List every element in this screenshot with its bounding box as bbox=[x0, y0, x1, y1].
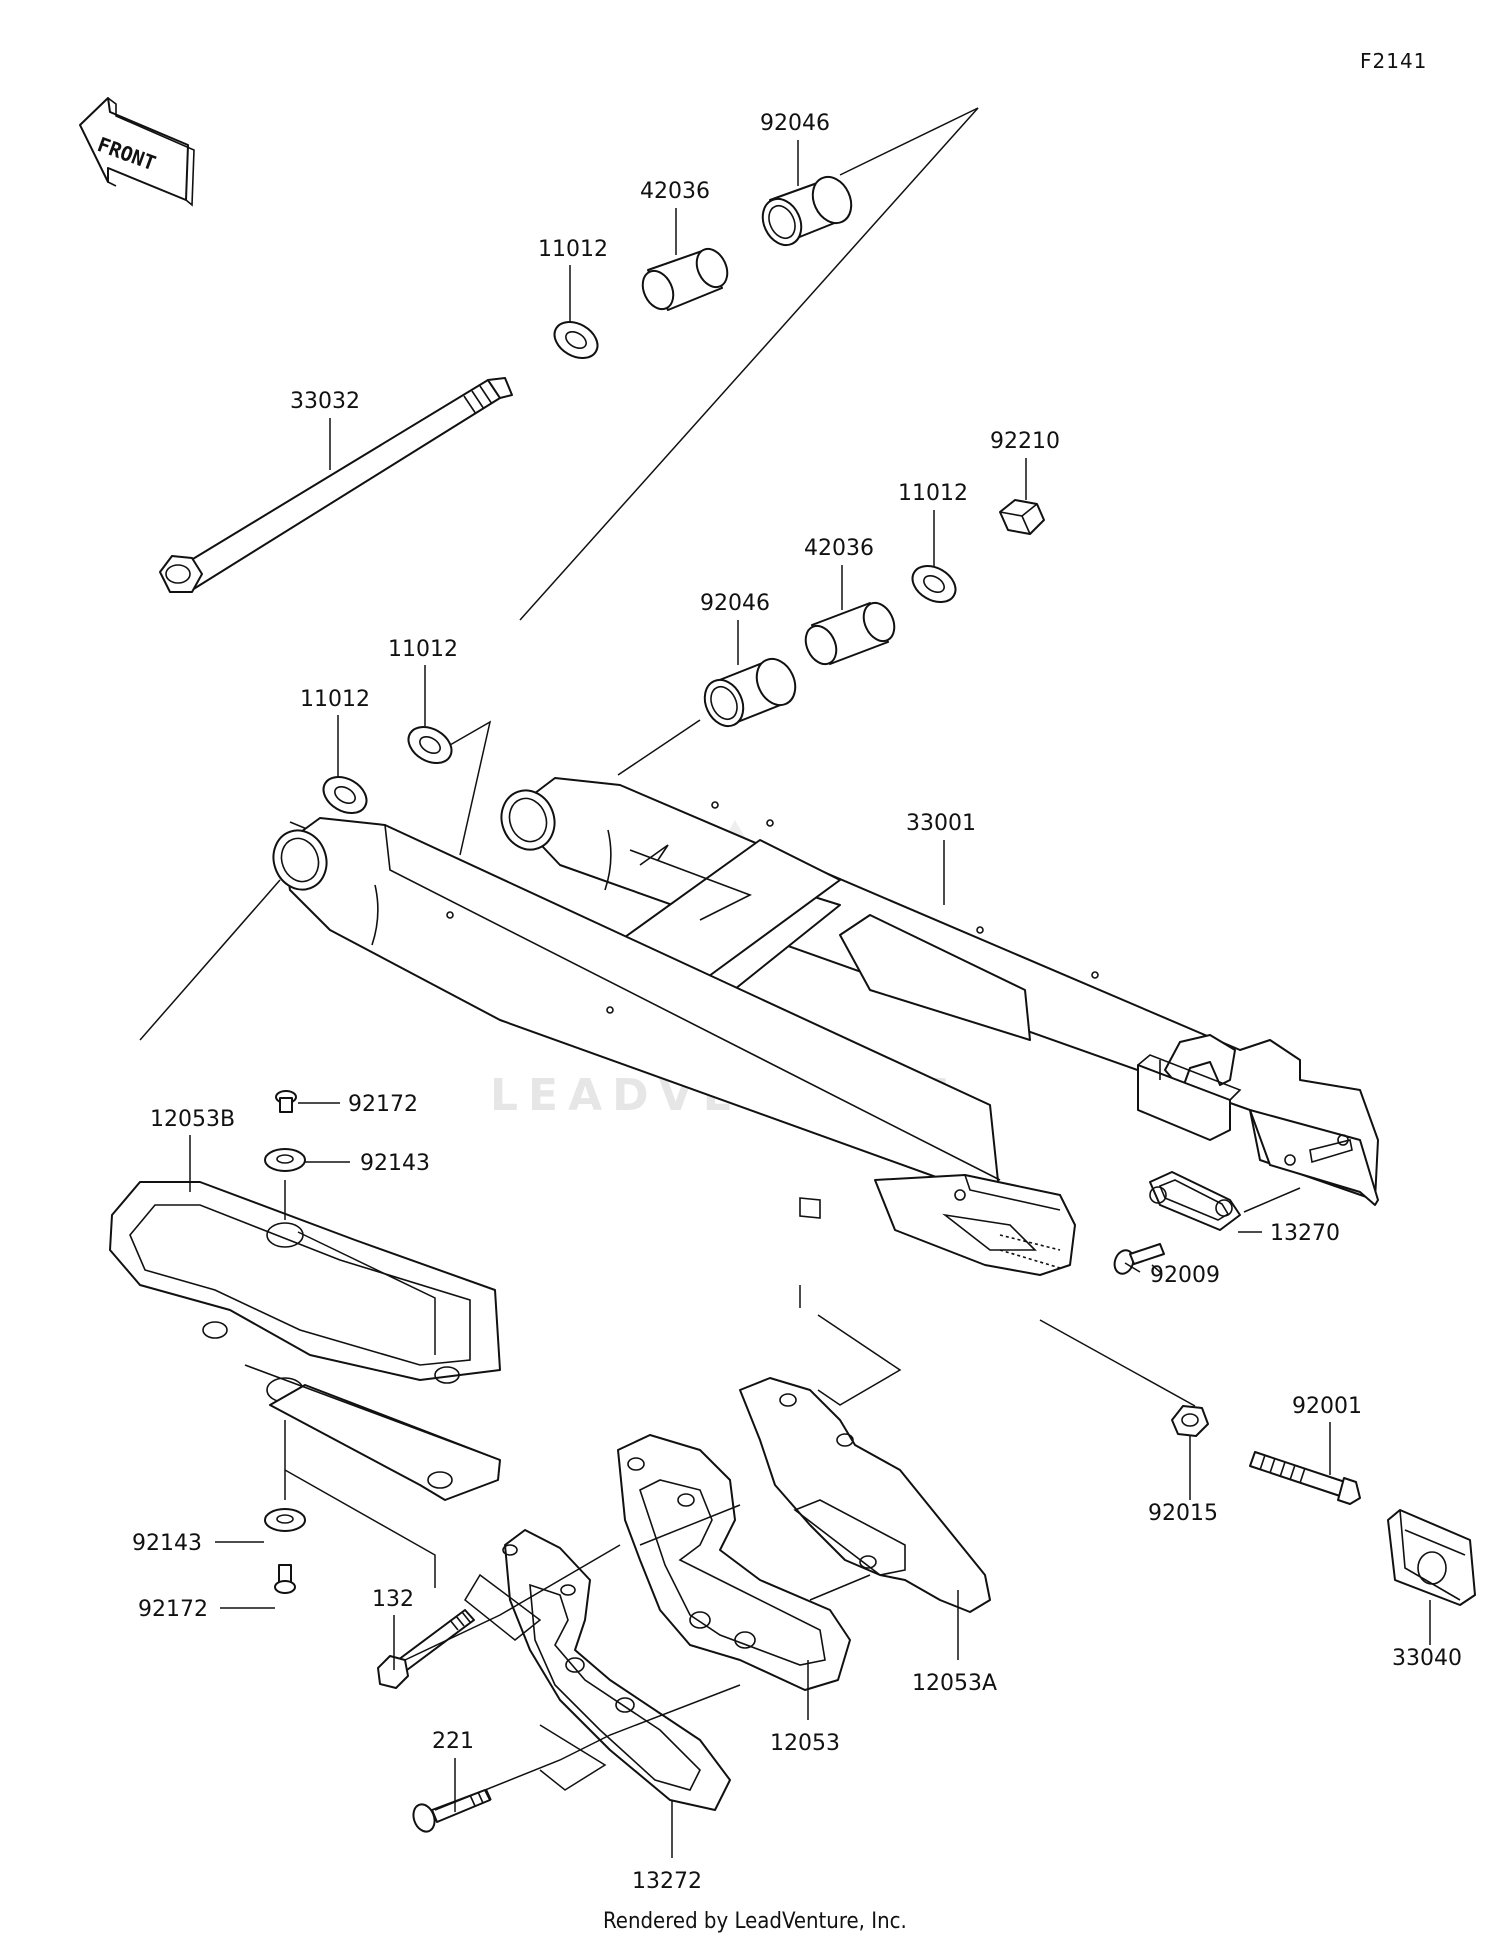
label-92172-top[interactable]: 92172 bbox=[348, 1092, 418, 1117]
label-42036-top[interactable]: 42036 bbox=[640, 179, 710, 204]
nut-92015 bbox=[1171, 1405, 1209, 1437]
slider-12053A bbox=[739, 1377, 991, 1613]
bearing-92046-top bbox=[761, 175, 853, 247]
washer-92143-top bbox=[264, 1148, 306, 1172]
label-92046-top[interactable]: 92046 bbox=[760, 111, 830, 136]
bolt-92001 bbox=[1249, 1451, 1361, 1505]
seal-11012-top bbox=[553, 320, 599, 360]
seal-11012-left-upper bbox=[407, 725, 453, 765]
label-12053B[interactable]: 12053B bbox=[150, 1107, 235, 1132]
chain-guide-12053B bbox=[109, 1181, 501, 1501]
label-33032[interactable]: 33032 bbox=[290, 389, 360, 414]
footer-credit: Rendered by LeadVenture, Inc. bbox=[603, 1909, 907, 1934]
label-92015[interactable]: 92015 bbox=[1148, 1501, 1218, 1526]
label-92143-top[interactable]: 92143 bbox=[360, 1151, 430, 1176]
screw-92009 bbox=[1113, 1243, 1165, 1275]
front-arrow-icon: FRONT bbox=[79, 97, 195, 207]
label-11012-left-upper[interactable]: 11012 bbox=[388, 637, 458, 662]
seal-11012-left-lower bbox=[322, 775, 368, 815]
label-11012-left-lower[interactable]: 11012 bbox=[300, 687, 370, 712]
seal-11012-right bbox=[911, 564, 957, 604]
collar-42036-right bbox=[804, 601, 896, 666]
label-11012-top[interactable]: 11012 bbox=[538, 237, 608, 262]
guard-plate-13272 bbox=[502, 1529, 731, 1811]
label-11012-right[interactable]: 11012 bbox=[898, 481, 968, 506]
label-92001[interactable]: 92001 bbox=[1292, 1394, 1362, 1419]
label-132[interactable]: 132 bbox=[372, 1587, 414, 1612]
label-42036-right[interactable]: 42036 bbox=[804, 536, 874, 561]
collar-42036-top bbox=[641, 247, 729, 311]
label-221[interactable]: 221 bbox=[432, 1729, 474, 1754]
label-33040[interactable]: 33040 bbox=[1392, 1646, 1462, 1671]
washer-92143-bottom bbox=[264, 1508, 306, 1532]
figure-code: F2141 bbox=[1360, 49, 1427, 73]
label-92210[interactable]: 92210 bbox=[990, 429, 1060, 454]
bolt-92172-top bbox=[275, 1090, 297, 1113]
plate-13270 bbox=[1149, 1171, 1241, 1231]
nut-92210 bbox=[999, 499, 1045, 535]
axle-bolt-33032 bbox=[159, 377, 513, 593]
bolt-132 bbox=[377, 1609, 475, 1689]
leader-lines bbox=[189, 140, 1431, 1858]
label-92046-right[interactable]: 92046 bbox=[700, 591, 770, 616]
bolt-92172-bottom bbox=[274, 1564, 296, 1594]
label-92143-bottom[interactable]: 92143 bbox=[132, 1531, 202, 1556]
block-33040 bbox=[1387, 1509, 1476, 1606]
label-13272[interactable]: 13272 bbox=[632, 1869, 702, 1894]
part-labels: 92046 42036 11012 33032 92210 11012 4203… bbox=[132, 111, 1462, 1894]
label-13270[interactable]: 13270 bbox=[1270, 1221, 1340, 1246]
label-92172-bottom[interactable]: 92172 bbox=[138, 1597, 208, 1622]
chain-guide-12053 bbox=[617, 1434, 851, 1691]
bearing-92046-right bbox=[703, 657, 797, 728]
label-12053A[interactable]: 12053A bbox=[912, 1671, 997, 1696]
swingarm-33001 bbox=[272, 777, 1379, 1276]
label-33001[interactable]: 33001 bbox=[906, 811, 976, 836]
screw-221 bbox=[412, 1788, 492, 1833]
label-92009[interactable]: 92009 bbox=[1150, 1263, 1220, 1288]
label-12053[interactable]: 12053 bbox=[770, 1731, 840, 1756]
